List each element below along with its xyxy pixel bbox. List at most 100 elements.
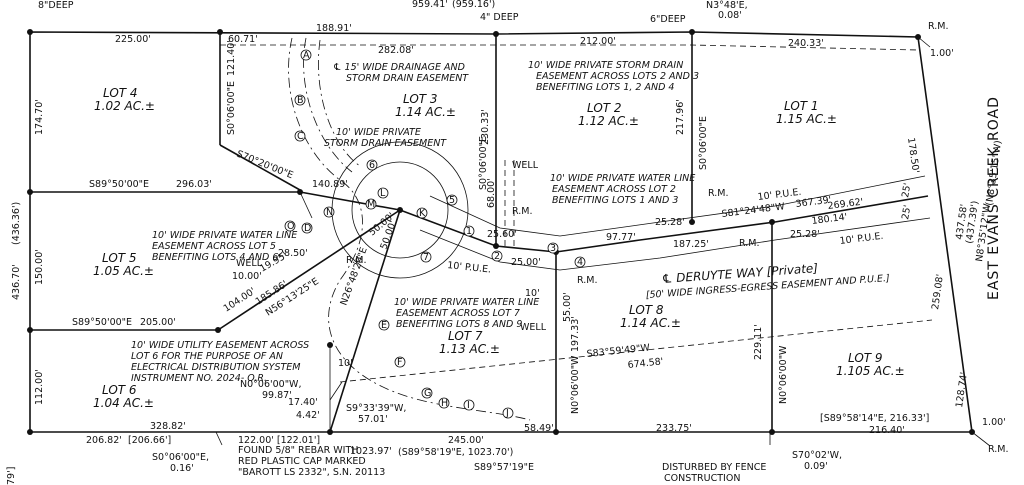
dim: 4.42' — [296, 410, 320, 421]
node-label: D — [304, 223, 311, 234]
dim: R.M. — [577, 275, 598, 286]
dim: S9°33'39"W, — [346, 403, 406, 414]
dim: S89°50'00"E — [72, 317, 132, 328]
dim: 121.40' — [226, 40, 237, 76]
note-line: 10' WIDE PRIVATE STORM DRAIN — [528, 60, 683, 71]
dim: 122.00' [122.01'] — [238, 435, 320, 446]
dim: 296.03' — [176, 179, 212, 190]
dim: 180.14' — [811, 212, 848, 227]
dim: 97.77' — [606, 232, 636, 243]
lot-name: LOT 7 — [448, 329, 483, 343]
dim: 230.33' — [480, 109, 491, 145]
dim: 328.82' — [150, 421, 186, 432]
dim: 174.70' — [34, 99, 45, 135]
note-line: EASEMENT ACROSS LOT 2 — [552, 184, 676, 195]
note-line: 10' WIDE UTILITY EASEMENT ACROSS — [131, 340, 309, 351]
dim: 437.58' — [954, 203, 970, 240]
dim: 205.00' — [140, 317, 176, 328]
note-line: INSTRUMENT NO. 2024- O.R. — [131, 373, 267, 384]
dim: 282.08' — [378, 45, 414, 56]
dim: 1.00' — [982, 417, 1006, 428]
dim: 10.00' — [232, 271, 262, 282]
dim: 436.70' — [11, 264, 22, 300]
lot-area: 1.02 AC.± — [94, 99, 155, 113]
dim: 10' P.U.E. — [447, 260, 492, 276]
lot-area: 1.13 AC.± — [439, 342, 500, 356]
node-label: 5 — [449, 195, 455, 206]
lot-area: 1.14 AC.± — [620, 316, 681, 330]
dim: 10' — [338, 358, 353, 369]
node-label: 3 — [550, 243, 556, 254]
lot-name: LOT 1 — [784, 99, 819, 113]
note-line: BENEFITING LOTS 8 AND 9 — [396, 319, 522, 330]
node-label: L — [380, 188, 386, 199]
dim: S81°24'48"W — [721, 201, 786, 220]
lot-name: LOT 8 — [629, 303, 664, 317]
dim: 269.62' — [827, 197, 864, 212]
dim: (S89°58'19"E, 1023.70') — [398, 447, 513, 458]
dim: S0°06'00"E, — [152, 452, 209, 463]
dim: 206.82' — [86, 435, 122, 446]
node-label: F — [397, 357, 402, 368]
node-label: H — [441, 398, 448, 409]
dim: WELL — [512, 160, 539, 171]
node-label: E — [381, 320, 387, 331]
dim: R.M. — [346, 255, 367, 266]
dim: 60.71' — [228, 34, 258, 45]
dim: 1.00' — [930, 48, 954, 59]
dim: 6"DEEP — [650, 14, 686, 25]
dim: S0°06'00"E — [478, 136, 489, 190]
dim: R.M. — [928, 21, 949, 32]
dim: N0°06'00"W — [570, 355, 581, 414]
node-label: K — [419, 208, 426, 219]
dim: S89°57'19"E — [474, 462, 534, 473]
dim: 4" DEEP — [480, 12, 519, 23]
note-line: STORM DRAIN EASEMENT — [346, 73, 469, 84]
note-line: ℄ 15' WIDE DRAINAGE AND — [333, 62, 465, 73]
lot-name: LOT 4 — [103, 86, 138, 100]
survey-monuments — [27, 29, 975, 435]
dim: (436.36') — [11, 202, 22, 245]
dim: 229.11' — [753, 324, 764, 360]
dim: R.M. — [988, 444, 1009, 455]
node-label: M — [367, 199, 375, 210]
dim: 674.58' — [627, 356, 664, 371]
lot-area: 1.15 AC.± — [776, 112, 837, 126]
dim: 217.96' — [675, 99, 686, 135]
dim: 225.00' — [115, 34, 151, 45]
dim: 10' — [525, 288, 540, 299]
dim: 216.40' — [869, 425, 905, 436]
node-label: J — [505, 408, 509, 419]
note-line: CONSTRUCTION — [664, 473, 740, 484]
node-label: 2 — [494, 251, 500, 262]
dim: 99.87' — [262, 390, 292, 401]
dim: WELL — [520, 322, 547, 333]
dim: 0.09' — [804, 461, 828, 472]
dim: S70°02'W, — [792, 450, 842, 461]
note-line: BENEFITING LOTS 1 AND 3 — [552, 195, 678, 206]
dim: 25.28' — [655, 217, 685, 228]
dim: 140.89' — [312, 179, 348, 190]
lot-area: 1.05 AC.± — [93, 264, 154, 278]
dim: 240.33' — [788, 38, 824, 49]
lot-name: LOT 6 — [102, 383, 137, 397]
dim: 79'] — [6, 467, 17, 485]
dim: 57.01' — [358, 414, 388, 425]
note-line: EASEMENT ACROSS LOT 7 — [396, 308, 520, 319]
dim: R.M. — [512, 206, 533, 217]
lot-area: 1.105 AC.± — [836, 364, 905, 378]
note-line: EASEMENT ACROSS LOTS 2 AND 3 — [536, 71, 699, 82]
dim: (959.16') — [452, 0, 495, 10]
node-label: C — [297, 131, 304, 142]
dim: N0°06'00"W — [778, 345, 789, 404]
dim: 259.08' — [930, 273, 946, 310]
dim: 8"DEEP — [38, 0, 74, 11]
curve-labels: A B C D E F G H I J K L M N O 1 2 3 4 5 … — [284, 49, 586, 419]
dim: S70°20'00"E — [235, 149, 295, 182]
lot-area: 1.12 AC.± — [578, 114, 639, 128]
road-name: EAST EVANS CREEK ROAD — [986, 96, 1002, 300]
dim: N3°48'E, — [706, 0, 748, 11]
note-line: 10' WIDE PRIVATE WATER LINE — [394, 297, 539, 308]
